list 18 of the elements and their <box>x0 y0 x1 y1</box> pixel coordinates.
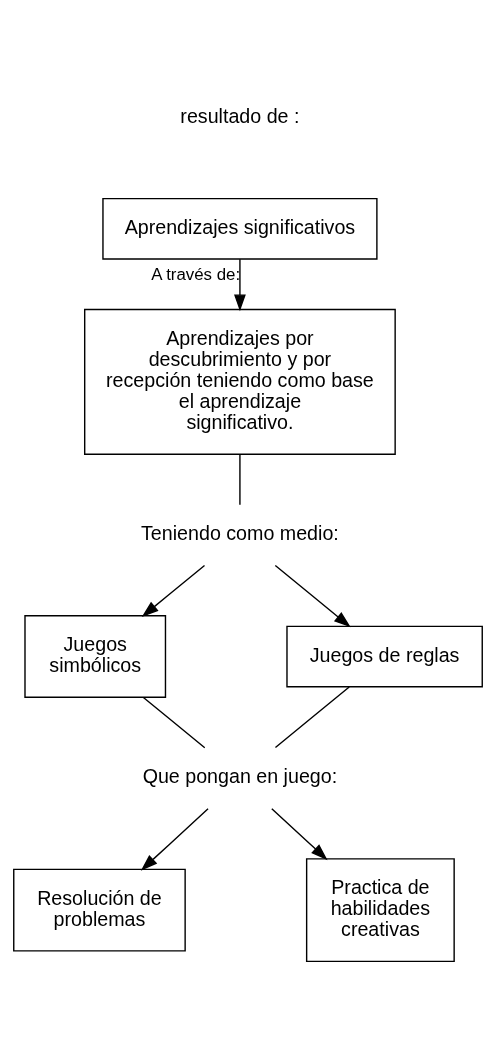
node-box: Aprendizajes significativos <box>102 197 378 260</box>
arrow <box>234 258 246 311</box>
arrow <box>140 807 209 871</box>
node-text: Teniendo como medio: <box>141 521 339 544</box>
node-text: Que pongan en juego: <box>142 764 338 787</box>
arrow <box>274 564 351 627</box>
arrow <box>141 564 206 617</box>
node-box: Resolución de problemas <box>13 868 186 952</box>
connector <box>142 696 206 749</box>
connector <box>274 685 350 748</box>
node-box: Practica de habilidades creativas <box>305 857 455 962</box>
node-box: Aprendizajes por descubrimiento y por recepción teniendo como base el aprendizaje significativo. <box>84 308 396 455</box>
node-box: Juegos de reglas <box>286 625 483 687</box>
edge-label: A través de: <box>151 264 241 284</box>
arrow <box>271 807 328 860</box>
connector <box>239 453 241 505</box>
label: resultado de : <box>180 104 300 127</box>
node-box: Juegos simbólicos <box>24 614 167 698</box>
